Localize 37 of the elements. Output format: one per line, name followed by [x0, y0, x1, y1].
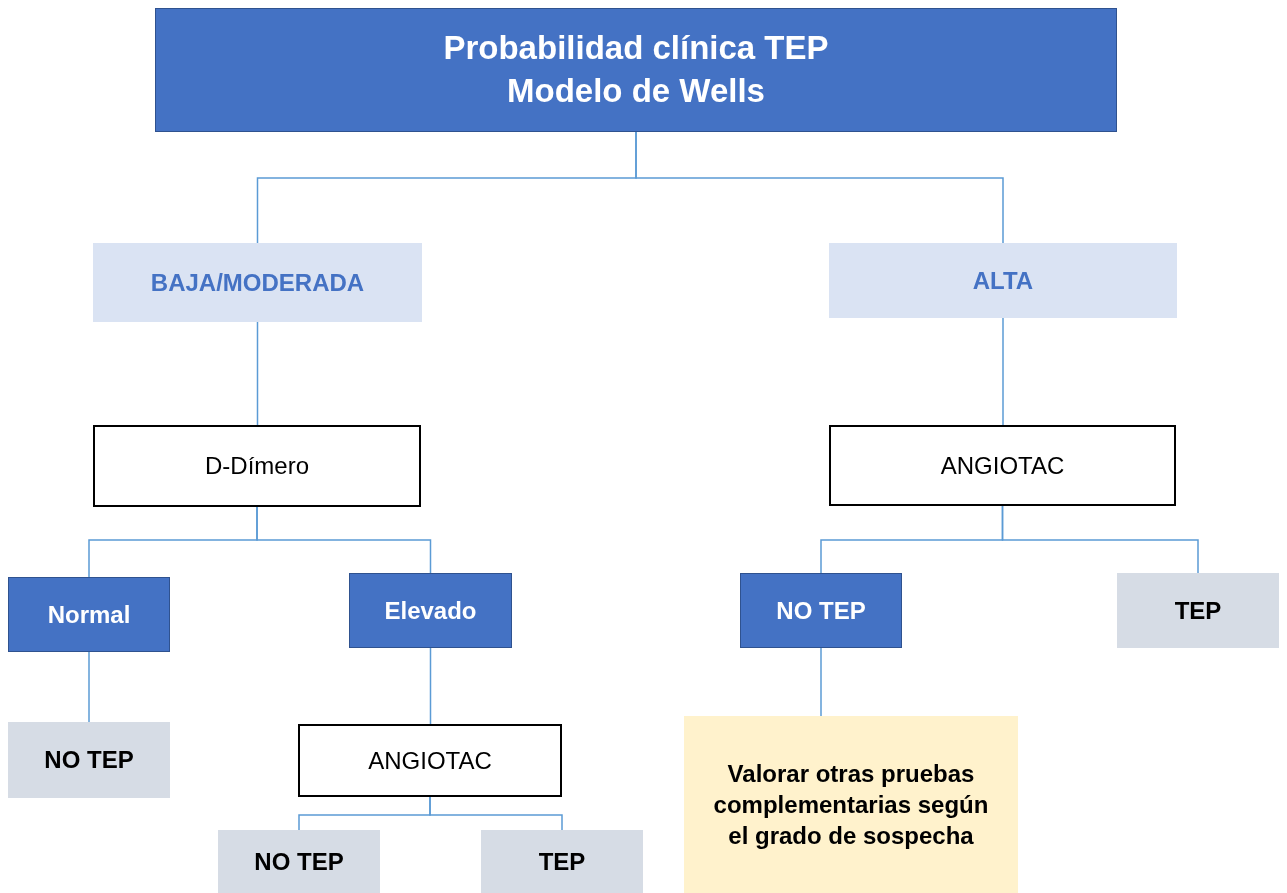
box-label: Probabilidad clínica TEP Modelo de Wells: [442, 28, 830, 111]
box-label: TEP: [1174, 595, 1222, 626]
category-box: [93, 243, 422, 322]
outcome-box: [481, 830, 643, 893]
box-label: Normal: [47, 599, 131, 630]
note-box: [684, 716, 1018, 893]
connector-line: [88, 651, 90, 723]
outcome-box: [8, 722, 170, 798]
box-label: NO TEP: [776, 595, 866, 626]
connector-line: [429, 647, 432, 725]
result-box: [349, 573, 512, 648]
box-label: Elevado: [384, 595, 477, 626]
connector-line: [256, 506, 432, 574]
result-box: [740, 573, 902, 648]
test-box: [829, 425, 1176, 506]
connector-line: [1001, 505, 1199, 574]
box-label: Valorar otras pruebas complementarias según el grado de sospecha: [712, 758, 990, 852]
box-label: BAJA/MODERADA: [150, 267, 365, 298]
box-label: ANGIOTAC: [368, 745, 492, 776]
connector-line: [429, 796, 563, 831]
box-label: NO TEP: [254, 846, 344, 877]
outcome-box: [1117, 573, 1279, 648]
box-label: TEP: [538, 846, 586, 877]
test-box: [93, 425, 421, 507]
connector-line: [820, 647, 822, 717]
box-label: D-Dímero: [205, 451, 309, 482]
test-box: [298, 724, 562, 797]
outcome-box: [218, 830, 380, 893]
connector-line: [256, 321, 259, 426]
category-box: [829, 243, 1177, 318]
title-box: [155, 8, 1117, 132]
connector-line: [1002, 317, 1004, 426]
box-label: NO TEP: [44, 745, 134, 776]
box-label: ALTA: [972, 265, 1034, 296]
result-box: [8, 577, 170, 652]
connector-line: [635, 131, 1004, 244]
box-label: ANGIOTAC: [940, 450, 1065, 481]
